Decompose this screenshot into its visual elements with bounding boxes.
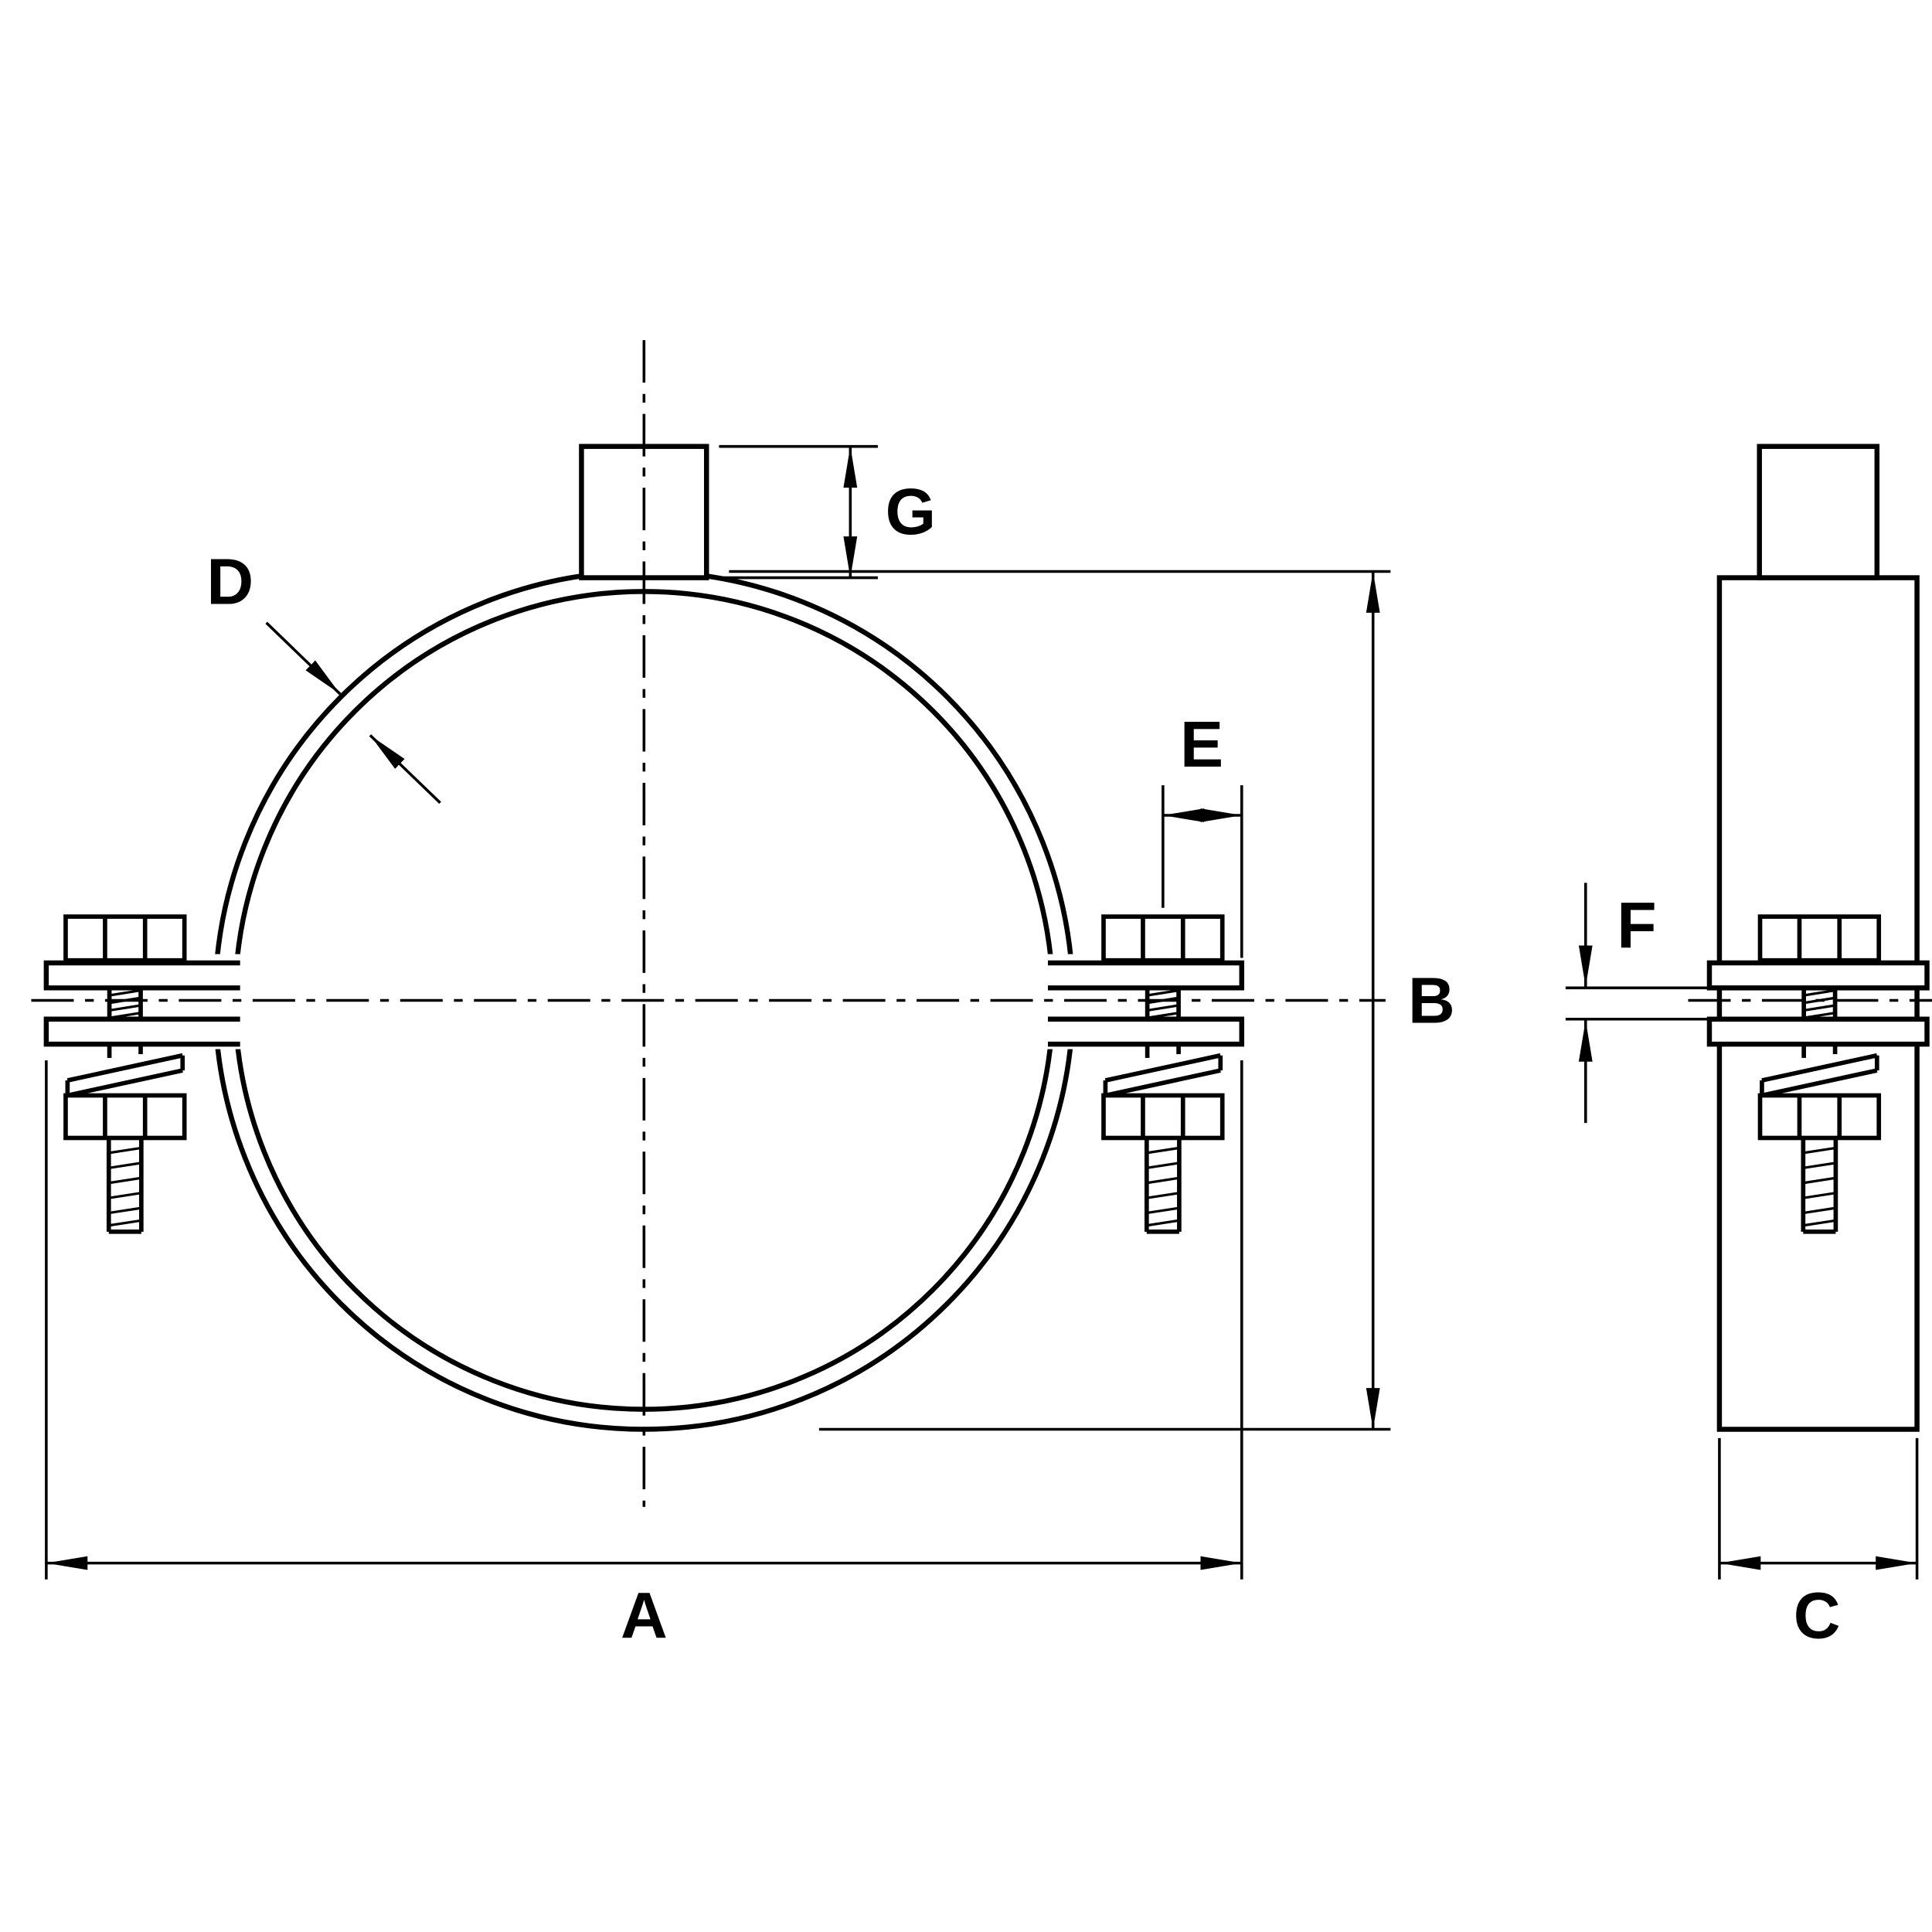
front-view: [31, 340, 1386, 1507]
dimension-a: A: [45, 1060, 1243, 1652]
flange-plate-upper-left: [43, 960, 240, 991]
dimension-label-a: A: [621, 1580, 668, 1652]
dimension-label-f: F: [1617, 889, 1656, 962]
flange-plate-upper-right: [1047, 960, 1245, 991]
dimension-b: B: [729, 570, 1455, 1431]
flange-plate-lower-right: [1047, 1016, 1245, 1047]
side-flange-upper: [1706, 960, 1930, 991]
dimension-g: G: [719, 444, 936, 580]
dimension-label-d: D: [206, 546, 253, 618]
dimension-label-c: C: [1794, 1580, 1841, 1652]
dimension-d: D: [206, 546, 441, 804]
dimension-f: F: [1565, 883, 1711, 1124]
dimension-e: E: [1162, 708, 1243, 958]
dimension-label-e: E: [1180, 708, 1223, 781]
dimension-c: C: [1718, 1437, 1919, 1652]
flange-plate-lower-left: [43, 1016, 240, 1047]
dimension-label-g: G: [886, 475, 936, 548]
side-band: [1716, 575, 1920, 1432]
side-view: [1688, 444, 1932, 1432]
side-boss: [1757, 444, 1880, 580]
dimension-label-b: B: [1408, 964, 1455, 1037]
side-flange-lower: [1706, 1016, 1930, 1047]
